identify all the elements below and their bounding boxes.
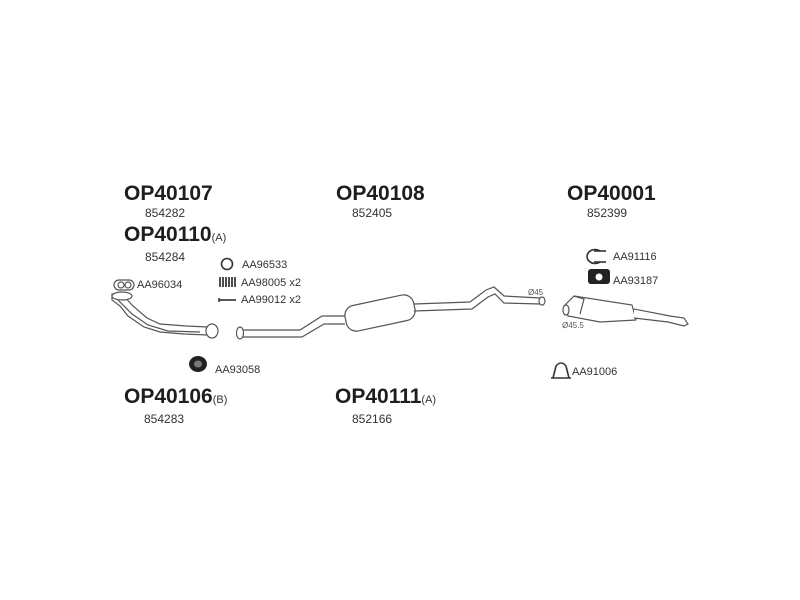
label-aa98005[interactable]: AA98005 x2 — [241, 277, 301, 289]
part-code: OP40108 — [336, 182, 425, 205]
downpipe-outlet-flange — [205, 323, 219, 339]
tail-pipe — [633, 308, 689, 327]
part-code: OP40106(B) — [124, 385, 228, 408]
part-code: OP40001 — [567, 182, 656, 205]
part-suffix: (A) — [211, 232, 227, 244]
part-ref: 852399 — [587, 206, 628, 220]
bolt-aa99012-icon — [218, 298, 236, 302]
part-op40001[interactable]: OP40001 852399 — [567, 182, 656, 221]
part-ref: 854284 — [145, 250, 186, 264]
rear-silencer-inlet — [562, 304, 570, 316]
centre-silencer — [344, 294, 416, 332]
diameter-label-45-5: Ø45.5 — [562, 321, 584, 330]
rear-silencer-assembly — [562, 295, 689, 327]
label-aa91006[interactable]: AA91006 — [572, 366, 618, 378]
clamp-aa91116-icon — [586, 248, 606, 265]
spring-aa98005-icon — [219, 277, 236, 287]
part-op40110[interactable]: OP40110(A) 854284 — [124, 223, 227, 265]
label-aa99012[interactable]: AA99012 x2 — [241, 294, 301, 306]
middle-pipe-inlet — [235, 326, 245, 340]
label-aa96533[interactable]: AA96533 — [242, 259, 288, 271]
part-op40111[interactable]: OP40111(A) 852166 — [335, 385, 437, 427]
part-op40108[interactable]: OP40108 852405 — [336, 182, 425, 221]
part-op40106[interactable]: OP40106(B) 854283 — [124, 385, 228, 427]
part-code: OP40107 — [124, 182, 213, 205]
front-downpipe — [111, 291, 219, 339]
label-aa96034[interactable]: AA96034 — [137, 279, 183, 291]
label-aa93187[interactable]: AA93187 — [613, 275, 659, 287]
part-ref: 852166 — [352, 412, 393, 426]
ring-aa96533-icon — [220, 257, 234, 271]
middle-pipe-outlet — [538, 296, 546, 306]
label-aa91116[interactable]: AA91116 — [613, 251, 657, 263]
part-ref: 854282 — [145, 206, 186, 220]
part-suffix: (A) — [421, 394, 437, 406]
rubber-mount-aa93058-icon — [189, 356, 207, 372]
part-code: OP40111(A) — [335, 385, 437, 408]
gasket-aa96034-icon — [113, 279, 135, 291]
clamp-aa91006-icon — [551, 362, 571, 379]
part-op40107[interactable]: OP40107 854282 — [124, 182, 213, 221]
diameter-label-45: Ø45 — [528, 288, 544, 297]
part-code: OP40110(A) — [124, 223, 227, 246]
downpipe-flange — [111, 291, 133, 301]
part-ref: 854283 — [144, 412, 185, 426]
label-aa93058[interactable]: AA93058 — [215, 364, 261, 376]
rear-silencer — [563, 295, 637, 323]
middle-pipe — [235, 286, 546, 340]
part-suffix: (B) — [212, 394, 228, 406]
part-ref: 852405 — [352, 206, 393, 220]
hanger-aa93187-icon — [588, 269, 610, 284]
